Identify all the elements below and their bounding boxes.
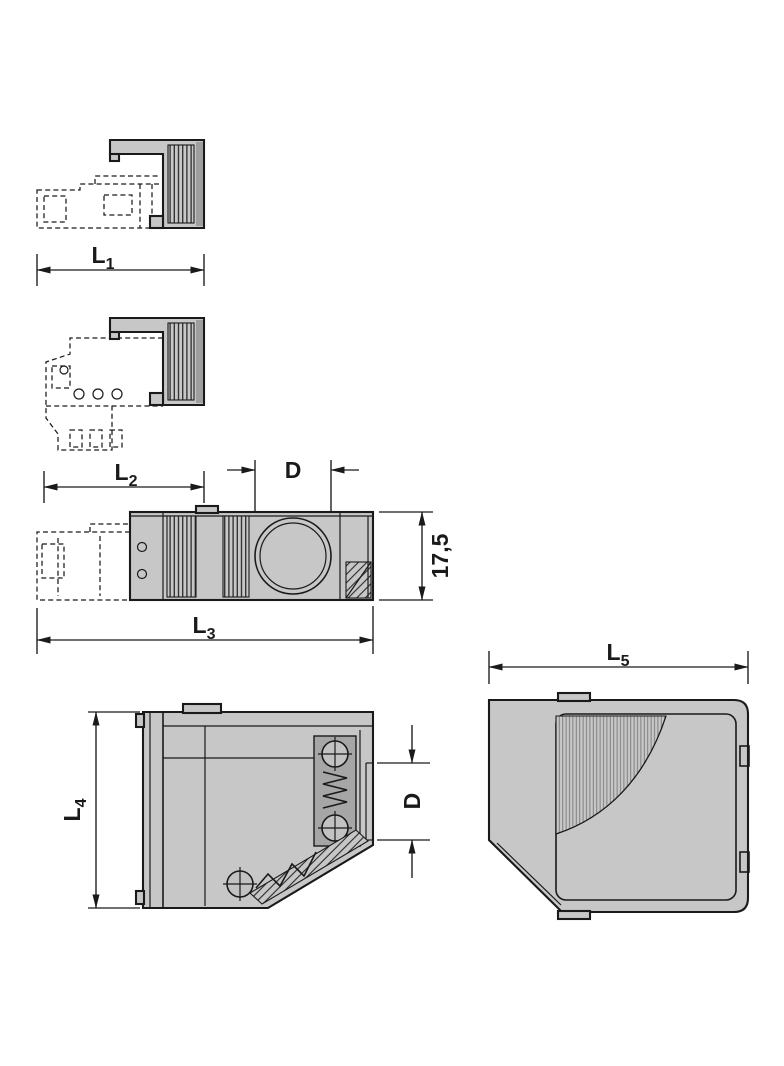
dimension-l5: L5 bbox=[488, 639, 749, 684]
rib-hatch-band bbox=[166, 515, 197, 598]
dimension-l3: L3 bbox=[36, 606, 374, 654]
spring-symbol bbox=[255, 851, 317, 889]
dim-label-l2: L2 bbox=[115, 459, 138, 490]
flange-tab-top bbox=[134, 712, 146, 729]
rib-hatch-band bbox=[167, 144, 195, 224]
view-side-detail bbox=[134, 702, 375, 910]
connector-dashed-detail bbox=[45, 337, 163, 451]
housing-top-tab bbox=[181, 702, 223, 715]
housing-detail-lines bbox=[149, 712, 374, 908]
dim-label-height: 17,5 bbox=[427, 533, 453, 578]
housing-bottom-tab bbox=[556, 909, 592, 921]
dim-label-l5: L5 bbox=[607, 639, 630, 670]
housing-shaded-edge bbox=[196, 320, 203, 403]
housing-tab bbox=[194, 504, 220, 515]
housing-lip-top bbox=[108, 330, 121, 341]
view-top bbox=[36, 504, 375, 602]
latch-hole bbox=[136, 541, 148, 553]
connector-dashed-outline bbox=[36, 175, 164, 229]
connector-hole bbox=[92, 388, 104, 400]
housing-lip-bottom bbox=[148, 214, 165, 230]
dim-label-l1: L1 bbox=[92, 242, 115, 273]
dimension-l2: L2 bbox=[43, 459, 205, 503]
dimension-l1: L1 bbox=[36, 242, 205, 286]
connector-hole bbox=[111, 388, 123, 400]
rib-hatch-band bbox=[222, 515, 250, 598]
housing-outline bbox=[487, 698, 750, 914]
housing-lip-bottom bbox=[148, 391, 165, 407]
housing-shaded-edge bbox=[196, 142, 203, 226]
cable-entry-inner-circle bbox=[259, 522, 327, 590]
view-rear bbox=[487, 691, 750, 921]
housing-top-body bbox=[128, 504, 375, 602]
housing-profile bbox=[108, 316, 206, 407]
dimension-l4: L4 bbox=[59, 711, 140, 909]
latch-slot bbox=[739, 745, 750, 767]
cable-entry-circle bbox=[254, 517, 332, 595]
connector-hole bbox=[59, 365, 69, 375]
latch-slot bbox=[739, 851, 750, 873]
dim-label-l4: L4 bbox=[59, 798, 90, 821]
dimension-height-17-5: 17,5 bbox=[379, 511, 453, 601]
rib-hatch-band bbox=[167, 322, 195, 401]
cable-shadow-curve bbox=[555, 715, 667, 835]
housing-top-tab bbox=[556, 691, 592, 703]
dim-label-l3: L3 bbox=[193, 612, 216, 643]
dimension-d-cable: D bbox=[227, 457, 359, 514]
connector-dashed-outline bbox=[36, 523, 130, 601]
strain-relief-clamp bbox=[223, 829, 369, 905]
flange-tab-bottom bbox=[134, 889, 146, 906]
view-strain-relief-side-2 bbox=[45, 316, 206, 451]
view-strain-relief-side-1 bbox=[36, 138, 206, 230]
connector-hole bbox=[73, 388, 85, 400]
housing-lip-top bbox=[108, 152, 121, 163]
screw-channel bbox=[313, 735, 357, 847]
dimension-d-side: D bbox=[377, 725, 430, 878]
dim-label-d-top: D bbox=[285, 457, 302, 483]
housing-profile bbox=[108, 138, 206, 230]
dim-label-d-side: D bbox=[399, 793, 425, 810]
housing-outline bbox=[128, 510, 375, 602]
spring-symbol bbox=[322, 771, 348, 809]
latch-hole bbox=[136, 568, 148, 580]
